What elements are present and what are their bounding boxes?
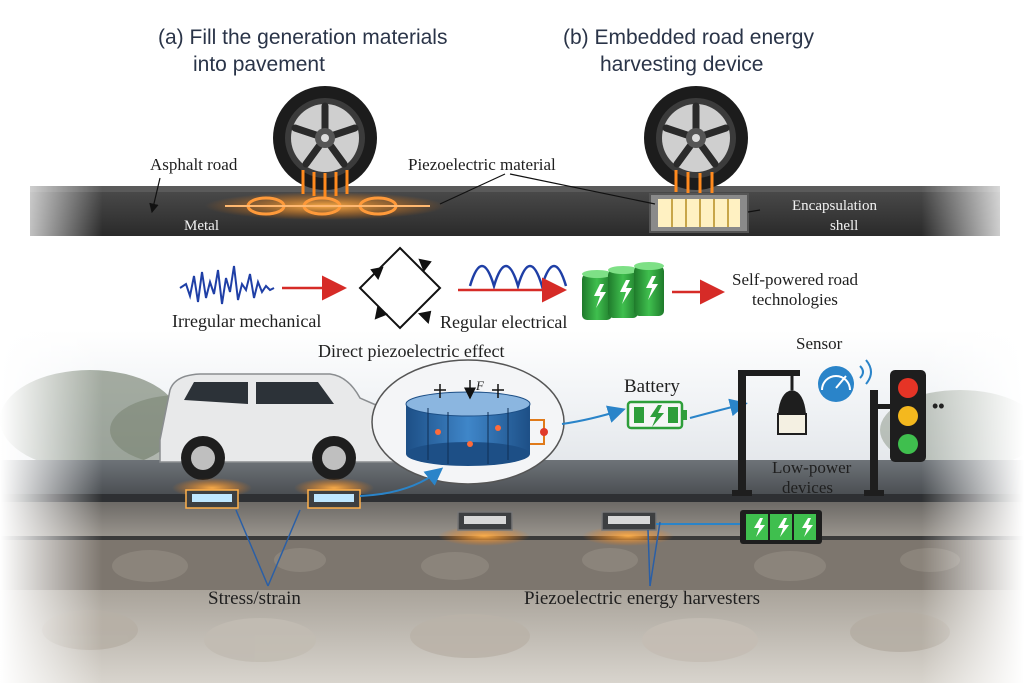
stress-strain-label: Stress/strain bbox=[208, 588, 301, 609]
scene-battery-icon bbox=[626, 400, 687, 430]
panel-b-title-line1: (b) Embedded road energy bbox=[563, 26, 814, 49]
top-road-strip bbox=[0, 180, 1024, 242]
self-powered-label-line1: Self-powered road bbox=[732, 270, 859, 289]
more-devices-ellipsis: •• bbox=[932, 396, 945, 416]
panel-a-title-line1: (a) Fill the generation materials bbox=[158, 26, 448, 49]
asphalt-road-label: Asphalt road bbox=[150, 155, 238, 174]
piezo-harvesters-label: Piezoelectric energy harvesters bbox=[524, 588, 760, 609]
direct-piezo-effect-label: Direct piezoelectric effect bbox=[318, 341, 505, 361]
force-label: F bbox=[476, 378, 484, 393]
road-harvester-4-icon bbox=[582, 511, 674, 546]
traffic-light-icon bbox=[864, 370, 926, 496]
metal-label: Metal bbox=[184, 218, 219, 234]
harvester-connectors bbox=[359, 467, 740, 525]
low-power-label-line2: devices bbox=[782, 478, 833, 497]
tire-a-icon bbox=[273, 86, 377, 190]
sensor-label: Sensor bbox=[796, 334, 843, 353]
encapsulated-device-icon bbox=[649, 193, 749, 233]
suv-car-icon bbox=[159, 373, 400, 480]
force-lines-b bbox=[674, 170, 714, 195]
piezo-material-label: Piezoelectric material bbox=[408, 155, 556, 174]
top-leader-lines bbox=[149, 173, 761, 214]
low-power-label-line1: Low-power bbox=[772, 458, 852, 477]
underground-battery-icon bbox=[740, 510, 822, 544]
road-harvester-3-icon bbox=[438, 511, 530, 546]
metal-coils-icon bbox=[205, 192, 445, 220]
force-lines-a bbox=[301, 170, 349, 197]
piezo-cylinder-bubble bbox=[371, 359, 565, 485]
irregular-mechanical-label: Irregular mechanical bbox=[172, 311, 322, 331]
regular-wave-icon bbox=[468, 264, 568, 291]
sensor-gauge-icon bbox=[818, 359, 872, 402]
panel-b-title-line2: harvesting device bbox=[600, 53, 764, 76]
tire-b-icon bbox=[644, 86, 748, 190]
encapsulation-label-line2: shell bbox=[830, 218, 859, 234]
regular-electrical-label: Regular electrical bbox=[440, 312, 568, 332]
battery-stack-icon bbox=[582, 262, 664, 320]
rectifier-bridge-icon bbox=[358, 246, 442, 330]
connector-cylinder-to-battery bbox=[561, 405, 626, 425]
bottom-leader-lines bbox=[235, 509, 661, 587]
self-powered-label-line2: technologies bbox=[752, 290, 838, 309]
encapsulation-label-line1: Encapsulation bbox=[792, 198, 877, 214]
street-lamp-icon bbox=[732, 370, 807, 496]
road-harvester-1-icon bbox=[172, 478, 252, 509]
battery-label: Battery bbox=[624, 376, 680, 397]
panel-a-title-line2: into pavement bbox=[193, 53, 325, 76]
irregular-wave-icon bbox=[179, 265, 275, 305]
road-harvester-2-icon bbox=[294, 478, 374, 509]
